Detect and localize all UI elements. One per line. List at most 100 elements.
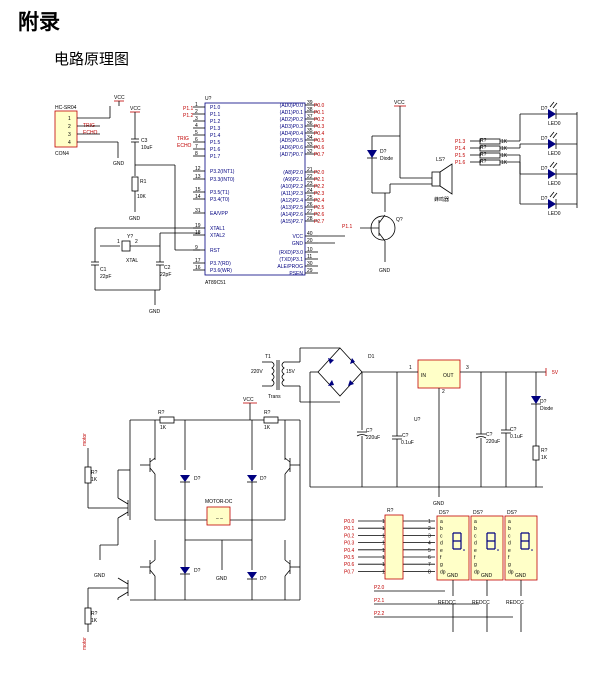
mcu-right-net: P2.4 [314, 198, 325, 204]
pwr-c3-ref: C? [486, 432, 493, 438]
pwr-c4-ref: C? [510, 427, 517, 433]
mcu-right-num: 10 [307, 247, 313, 253]
mcu-left-pin: P1.5 [210, 140, 221, 146]
hb-vcc: VCC [243, 397, 254, 403]
sensor-pin-3: 3 [68, 132, 71, 138]
mcu-right-num: 26 [307, 202, 313, 208]
hb-in2: motor [82, 637, 88, 650]
hb-r-right-val: 1K [264, 425, 271, 431]
mcu-right-num: 23 [307, 181, 313, 187]
mcu-left-pin: P1.0 [210, 105, 221, 111]
mcu-right-pin: (A14)P2.6 [280, 212, 303, 218]
buzzer-net: P1.1 [342, 224, 353, 230]
disp-gnd: GND [515, 573, 527, 579]
mcu-left-net: TRIG [177, 136, 189, 142]
mcu-left-pin: P1.2 [210, 119, 221, 125]
disp-ref: DS? [473, 510, 483, 516]
disp-pin-num: 6 [428, 555, 431, 561]
disp-seg-label: d [508, 541, 511, 547]
r1-ref: R1 [140, 179, 147, 185]
disp-seg-label: e [508, 548, 511, 554]
crystal-ref: Y? [127, 234, 133, 240]
mcu-right-pin: (AD4)P0.4 [280, 131, 304, 137]
mcu-left-pin: P3.4(T0) [210, 197, 230, 203]
disp-seg-label: f [508, 555, 510, 561]
disp-net: P0.7 [344, 569, 355, 575]
vcc-label-1: VCC [114, 95, 125, 101]
mcu-left-pin: P3.5(T1) [210, 190, 230, 196]
hb-rin1-ref: R? [91, 470, 98, 476]
disp-sel-net: P2.1 [374, 598, 385, 604]
led-res-val: 1K [501, 139, 508, 145]
mcu-right-net: P0.6 [314, 145, 325, 151]
gnd-label-5: GND [433, 501, 445, 507]
led-name: LED0 [548, 151, 561, 157]
seven-segment-display: P0.01K1P0.11K2P0.21K3P0.31K4P0.41K5P0.51… [344, 508, 538, 632]
sensor-pin-2: 2 [68, 124, 71, 130]
hb-r-right-ref: R? [264, 410, 271, 416]
mcu-left-pin: XTAL1 [210, 226, 225, 232]
hb-in1: motor [82, 433, 88, 446]
disp-seg-label: c [508, 533, 511, 539]
c2-ref: C2 [164, 265, 171, 271]
mcu-right-net: P2.6 [314, 212, 325, 218]
sensor-ref: HC-SR04 [55, 105, 77, 111]
led-res-val: 1K [501, 160, 508, 166]
pwr-c1-val: 220uF [366, 435, 380, 441]
mcu-right-pin: GND [292, 241, 304, 247]
hb-d-2: D? [260, 476, 267, 482]
disp-pin-num: 5 [428, 548, 431, 554]
mcu-right-pin: (AD6)P0.6 [280, 145, 304, 151]
c3-ref: C3 [141, 138, 148, 144]
disp-gnd: GND [447, 573, 459, 579]
mcu-right-num: 39 [307, 100, 313, 106]
mcu-right-num: 22 [307, 174, 313, 180]
mcu-right-pin: (RXD)P3.0 [279, 250, 303, 256]
mcu-left-num: 1 [195, 102, 198, 108]
mcu-right-num: 40 [307, 231, 313, 237]
buzzer-diode-ref: D? [380, 149, 387, 155]
gnd-label-2: GND [129, 216, 141, 222]
disp-seg-label: d [474, 541, 477, 547]
buzzer-diode-name: Diode [380, 156, 393, 162]
mcu-right-pin: (AD1)P0.1 [280, 110, 304, 116]
mcu-right-net: P0.4 [314, 131, 325, 137]
mcu-left-num: 31 [195, 208, 201, 214]
pwr-r-ref: R? [541, 448, 548, 454]
sensor-echo: ECHO [83, 130, 98, 136]
mcu-ref: U? [205, 96, 212, 102]
mcu-right-num: 30 [307, 261, 313, 267]
vcc-label-3: VCC [394, 100, 405, 106]
mcu-right-num: 21 [307, 167, 313, 173]
mcu-left-pin: P3.2(INT1) [210, 169, 235, 175]
disp-net: P0.1 [344, 526, 355, 532]
mcu-right-num: 33 [307, 142, 313, 148]
mcu-right-net: P0.5 [314, 138, 325, 144]
led-ref: D? [541, 196, 548, 202]
mcu-right-net: P2.7 [314, 219, 325, 225]
reg-pin-2: 2 [442, 389, 445, 395]
pwr-out: 5V [552, 370, 559, 376]
mcu-left-num: 16 [195, 265, 201, 271]
gnd-label-6: GND [216, 576, 228, 582]
disp-rref: R? [387, 508, 394, 514]
h-bridge: VCC R? 1K R? 1K D? D? – – MOTOR-DC [82, 397, 301, 650]
mcu-right-num: 20 [307, 238, 313, 244]
gnd-label-1: GND [113, 161, 125, 167]
hb-rin2-val: 1K [91, 618, 98, 624]
disp-seg-label: e [440, 548, 443, 554]
mcu-left-pin: P3.3(INT0) [210, 177, 235, 183]
pwr-c4-val: 0.1uF [510, 434, 523, 440]
led-net: P1.3 [455, 139, 466, 145]
mcu-left-num: 12 [195, 166, 201, 172]
mcu-left-num: 3 [195, 116, 198, 122]
mcu-right-net: P0.1 [314, 110, 325, 116]
mcu-right-pin: (AD0)P0.0 [280, 103, 304, 109]
disp-seg-label: b [440, 526, 443, 532]
mcu-right-num: 35 [307, 128, 313, 134]
mcu-right-pin: (A12)P2.4 [280, 198, 303, 204]
disp-pin-num: 4 [428, 541, 431, 547]
mcu-right-num: 36 [307, 121, 313, 127]
microcontroller: U? AT89C51 P1.01P1.12P1.23P1.34P1.45P1.5… [177, 96, 345, 286]
